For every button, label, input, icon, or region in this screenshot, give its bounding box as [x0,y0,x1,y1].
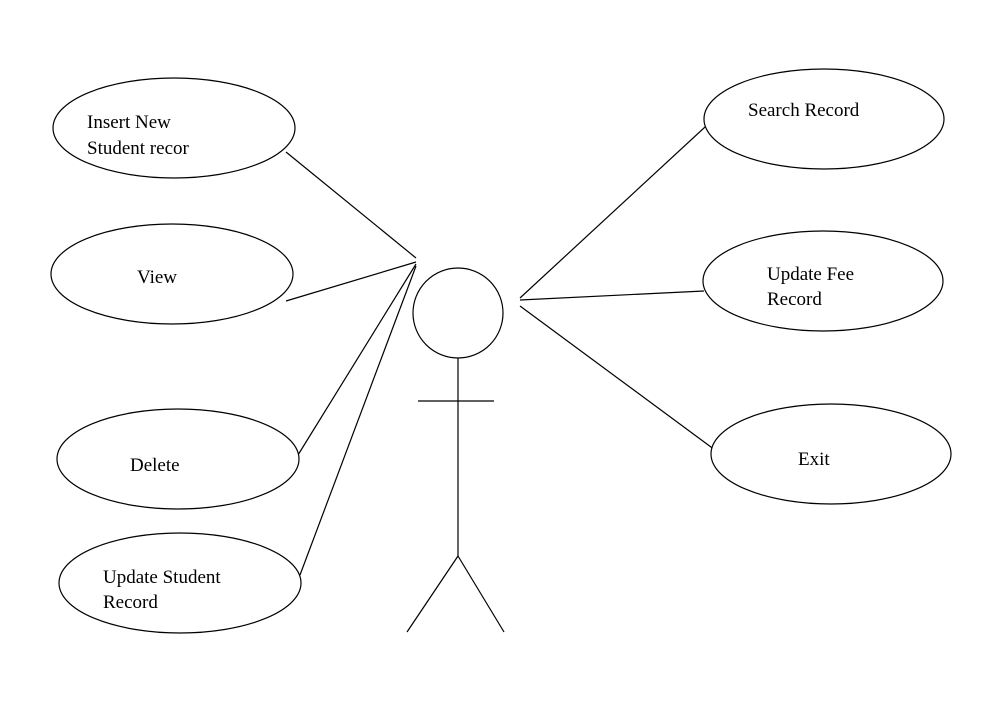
use-case-update-fee-ellipse [702,230,944,332]
use-case-update-student-label-line2: Record [103,592,158,613]
use-case-search-ellipse [703,68,945,170]
associations [285,126,716,576]
use-case-update-fee: Update Fee Record [702,230,944,332]
use-case-delete-ellipse [56,408,300,510]
use-case-insert: Insert New Student recor [52,77,296,179]
association-exit [519,305,716,451]
actor [406,267,505,633]
use-case-delete-label: Delete [130,455,180,476]
use-case-update-student-ellipse [58,532,302,634]
use-case-delete: Delete [56,408,300,510]
use-case-insert-label-line2: Student recor [87,138,190,159]
use-case-search-label: Search Record [748,100,860,121]
use-case-search: Search Record [703,68,945,170]
use-case-exit-ellipse [710,403,952,505]
association-delete [297,263,417,456]
use-case-update-fee-label-line2: Record [767,289,822,310]
association-update-student [299,265,417,576]
actor-left-leg [406,555,459,633]
association-insert [285,151,417,259]
use-case-insert-label-line1: Insert New [87,112,171,133]
use-case-update-student: Update Student Record [58,532,302,634]
use-case-update-fee-label-line1: Update Fee [767,264,854,285]
association-update-fee [519,290,705,301]
use-case-view-ellipse [50,223,294,325]
use-case-update-student-label-line1: Update Student [103,567,221,588]
use-case-insert-ellipse [52,77,296,179]
use-case-view-label: View [137,267,177,288]
association-view [285,261,417,302]
use-case-exit: Exit [710,403,952,505]
actor-right-leg [457,555,505,633]
association-search [519,126,706,299]
use-case-exit-label: Exit [798,449,830,470]
actor-head [412,267,504,359]
use-case-view: View [50,223,294,325]
